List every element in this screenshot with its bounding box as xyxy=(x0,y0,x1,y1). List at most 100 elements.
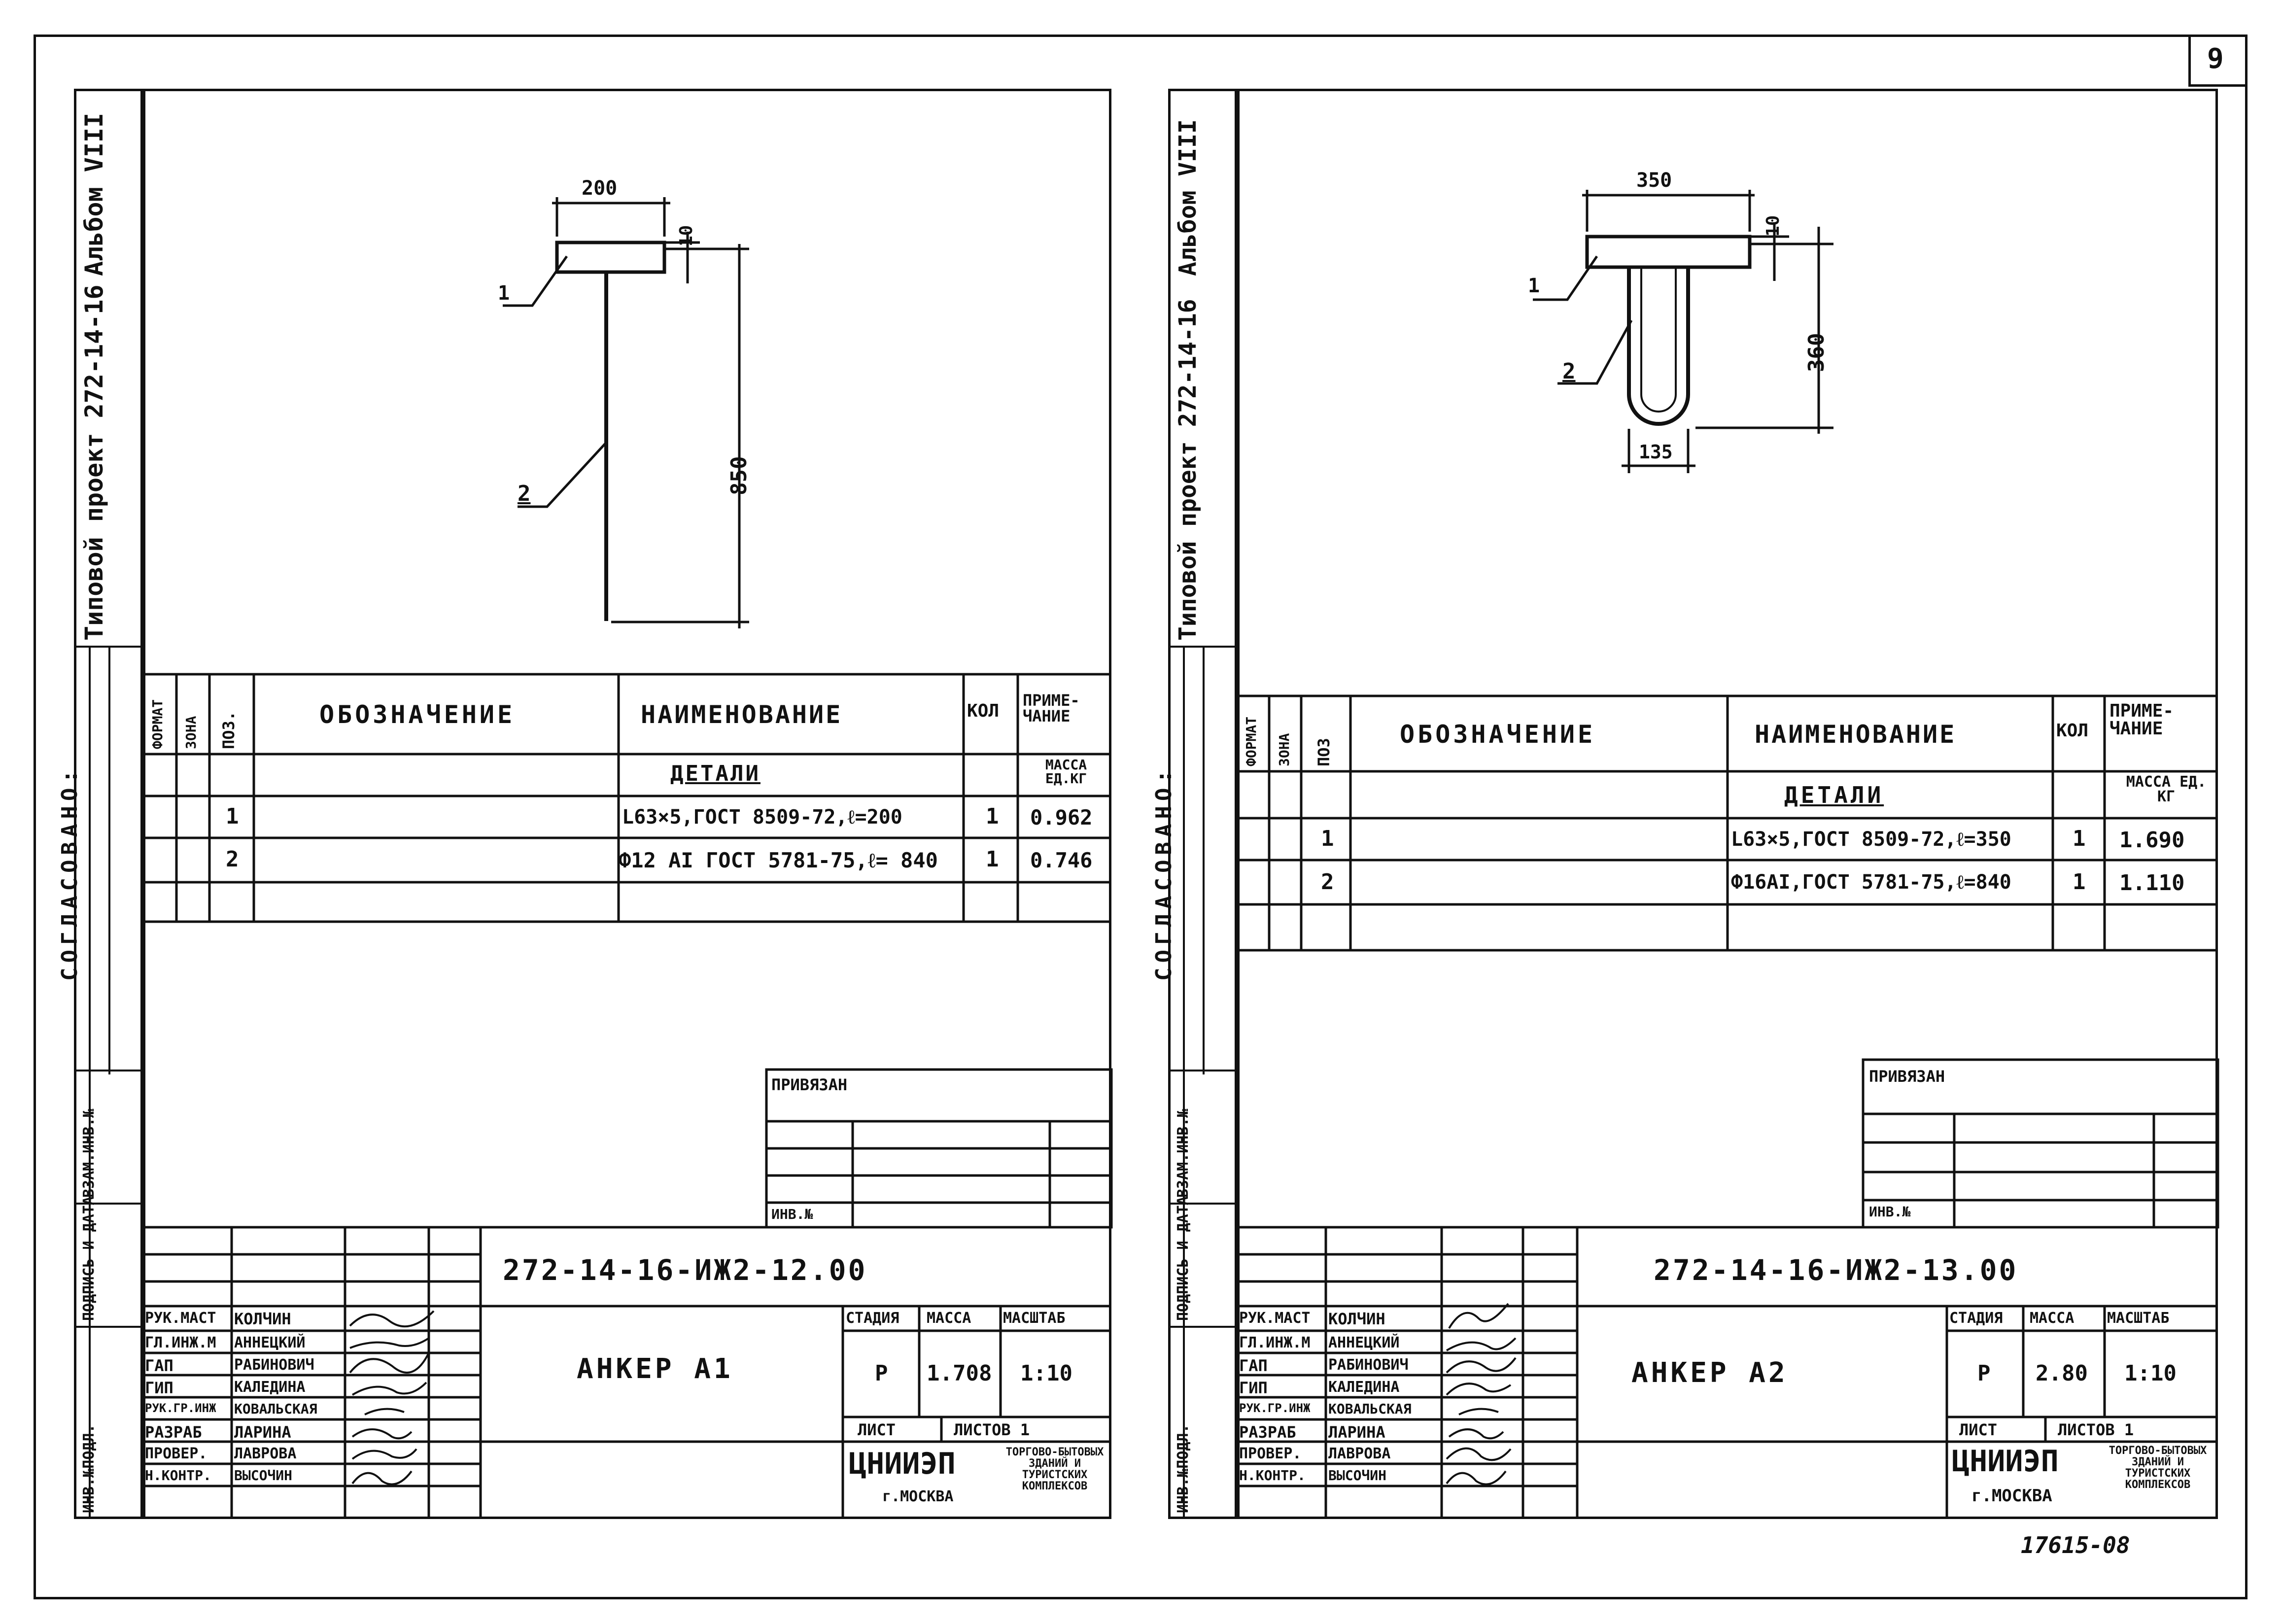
role: РУК.ГР.ИНЖ xyxy=(145,1401,216,1415)
margin-rule xyxy=(1168,646,1237,648)
dim-200: 200 xyxy=(582,177,618,200)
drawing-code: 272-14-16-ИЖ2-12.00 xyxy=(503,1253,867,1287)
person: КАЛЕДИНА xyxy=(1328,1379,1400,1396)
sheet-frame xyxy=(1237,89,2218,1519)
page-number: 9 xyxy=(2207,43,2224,75)
dim-10: 10 xyxy=(676,225,696,246)
leader-label-1: 1 xyxy=(498,282,510,305)
person: ВЫСОЧИН xyxy=(234,1467,293,1484)
stage-label: СТАДИЯ xyxy=(846,1310,899,1327)
row1-qty: 1 xyxy=(2073,826,2086,851)
left-margin-column xyxy=(74,89,143,1519)
person: КОЛЧИН xyxy=(234,1310,291,1328)
person: ЛАВРОВА xyxy=(234,1445,297,1462)
bottom-stamp: 17615-08 xyxy=(2021,1532,2130,1558)
soglasovano-label: СОГЛАСОВАНО: xyxy=(57,765,82,981)
col-format: ФОРМАТ xyxy=(149,699,166,749)
person: ЛАВРОВА xyxy=(1328,1445,1391,1462)
stage-value: Р xyxy=(875,1361,888,1386)
person: ЛАРИНА xyxy=(234,1423,291,1442)
person: РАБИНОВИЧ xyxy=(234,1356,314,1374)
drawing-code: 272-14-16-ИЖ2-13.00 xyxy=(1654,1253,2018,1287)
role: РУК.МАСТ xyxy=(1239,1310,1311,1327)
role: Н.КОНТР. xyxy=(1239,1467,1306,1484)
col-pos: ПОЗ xyxy=(1314,738,1333,766)
role: ГИП xyxy=(1239,1379,1268,1397)
row1-pos: 1 xyxy=(226,804,239,829)
section-details: ДЕТАЛИ xyxy=(670,761,761,786)
sheet-frame xyxy=(143,89,1111,1519)
mass-unit: МАССА ЕД. КГ xyxy=(2126,773,2207,805)
row2-qty: 1 xyxy=(2073,869,2086,895)
soglasovano-label: СОГЛАСОВАНО: xyxy=(1151,765,1176,981)
person: ВЫСОЧИН xyxy=(1328,1467,1387,1484)
mass-value: 1.708 xyxy=(927,1361,992,1386)
mass-label: МАССА xyxy=(2030,1310,2075,1327)
podpis-data-label: ПОДПИСЬ И ДАТА xyxy=(1175,1196,1192,1321)
leader-label-2: 2 xyxy=(518,481,531,506)
margin-rule xyxy=(74,1070,143,1071)
sheets-label: ЛИСТОВ 1 xyxy=(954,1420,1030,1439)
margin-rule xyxy=(1203,646,1205,1074)
dim-850: 850 xyxy=(726,456,752,495)
row1-name: L63×5,ГОСТ 8509-72,ℓ=350 xyxy=(1731,828,2011,851)
role: ГЛ.ИНЖ.М xyxy=(1239,1334,1311,1351)
dim-360: 360 xyxy=(1804,333,1829,372)
person: КОЛЧИН xyxy=(1328,1310,1385,1328)
vzam-inv-label: ВЗАМ.ИНВ.№ xyxy=(80,1108,98,1198)
person: ЛАРИНА xyxy=(1328,1423,1385,1442)
sheet-label: ЛИСТ xyxy=(1959,1420,1998,1439)
outer-frame xyxy=(34,35,2247,1599)
row2-name: Ф12 AI ГОСТ 5781-75,ℓ= 840 xyxy=(619,848,938,872)
right-margin-column xyxy=(1168,89,1237,1519)
section-details: ДЕТАЛИ xyxy=(1784,782,1884,808)
col-name: НАИМЕНОВАНИЕ xyxy=(641,700,843,729)
margin-rule xyxy=(1168,1203,1237,1205)
role: ГАП xyxy=(145,1356,173,1375)
col-pos: ПОЗ. xyxy=(219,711,238,749)
org-city: г.МОСКВА xyxy=(882,1488,954,1505)
drawing-title: АНКЕР А1 xyxy=(577,1353,733,1385)
role: РАЗРАБ xyxy=(145,1423,202,1442)
role: Н.КОНТР. xyxy=(145,1467,211,1484)
mass-unit: МАССА ЕД.КГ xyxy=(1045,757,1087,787)
col-designation: ОБОЗНАЧЕНИЕ xyxy=(1400,720,1596,749)
row2-note: 0.746 xyxy=(1030,848,1093,872)
scale-value: 1:10 xyxy=(1020,1361,1072,1386)
inv-podl-label: ИНВ.№ПОДЛ. xyxy=(80,1424,98,1513)
person: АННЕЦКИЙ xyxy=(234,1334,306,1351)
org-name: ЦНИИЭП xyxy=(849,1447,956,1481)
row2-qty: 1 xyxy=(986,847,999,872)
person: КАЛЕДИНА xyxy=(234,1379,306,1396)
scale-label: МАСШТАБ xyxy=(1003,1310,1066,1327)
sheet-label: ЛИСТ xyxy=(858,1420,896,1439)
col-note: ПРИМЕ-ЧАНИЕ xyxy=(2109,701,2174,739)
leader-label-2: 2 xyxy=(1562,359,1576,384)
margin-rule xyxy=(1168,1326,1237,1328)
row2-note: 1.110 xyxy=(2119,870,2185,896)
org-desc: ТОРГОВО-БЫТОВЫХ ЗДАНИЙ И ТУРИСТСКИХ КОМП… xyxy=(2109,1445,2207,1491)
project-title: Типовой проект 272-14-16 xyxy=(80,284,108,641)
row1-qty: 1 xyxy=(986,804,999,829)
role: ПРОВЕР. xyxy=(1239,1445,1302,1462)
podpis-data-label: ПОДПИСЬ И ДАТА xyxy=(80,1196,98,1321)
dim-350: 350 xyxy=(1636,169,1672,192)
col-zone: ЗОНА xyxy=(183,716,199,749)
scale-label: МАСШТАБ xyxy=(2107,1310,2170,1327)
mass-label: МАССА xyxy=(927,1310,971,1327)
org-desc: ТОРГОВО-БЫТОВЫХ ЗДАНИЙ И ТУРИСТСКИХ КОМП… xyxy=(1005,1446,1104,1493)
org-name: ЦНИИЭП xyxy=(1952,1444,2059,1479)
col-name: НАИМЕНОВАНИЕ xyxy=(1755,720,1957,749)
page-number-box xyxy=(2188,35,2247,87)
margin-rule xyxy=(74,646,143,648)
col-qty: КОЛ xyxy=(967,701,1000,721)
role: ГЛ.ИНЖ.М xyxy=(145,1334,216,1351)
row2-name: Ф16AI,ГОСТ 5781-75,ℓ=840 xyxy=(1731,871,2011,894)
mass-value: 2.80 xyxy=(2036,1361,2088,1386)
dim-135: 135 xyxy=(1639,441,1673,463)
col-note: ПРИМЕ-ЧАНИЕ xyxy=(1023,691,1080,726)
project-title: Типовой проект 272-14-16 xyxy=(1174,299,1202,641)
vzam-inv-label: ВЗАМ.ИНВ.№ xyxy=(1175,1108,1192,1198)
privyazan-label: ПРИВЯЗАН xyxy=(1869,1067,1945,1086)
margin-rule xyxy=(108,646,110,1074)
